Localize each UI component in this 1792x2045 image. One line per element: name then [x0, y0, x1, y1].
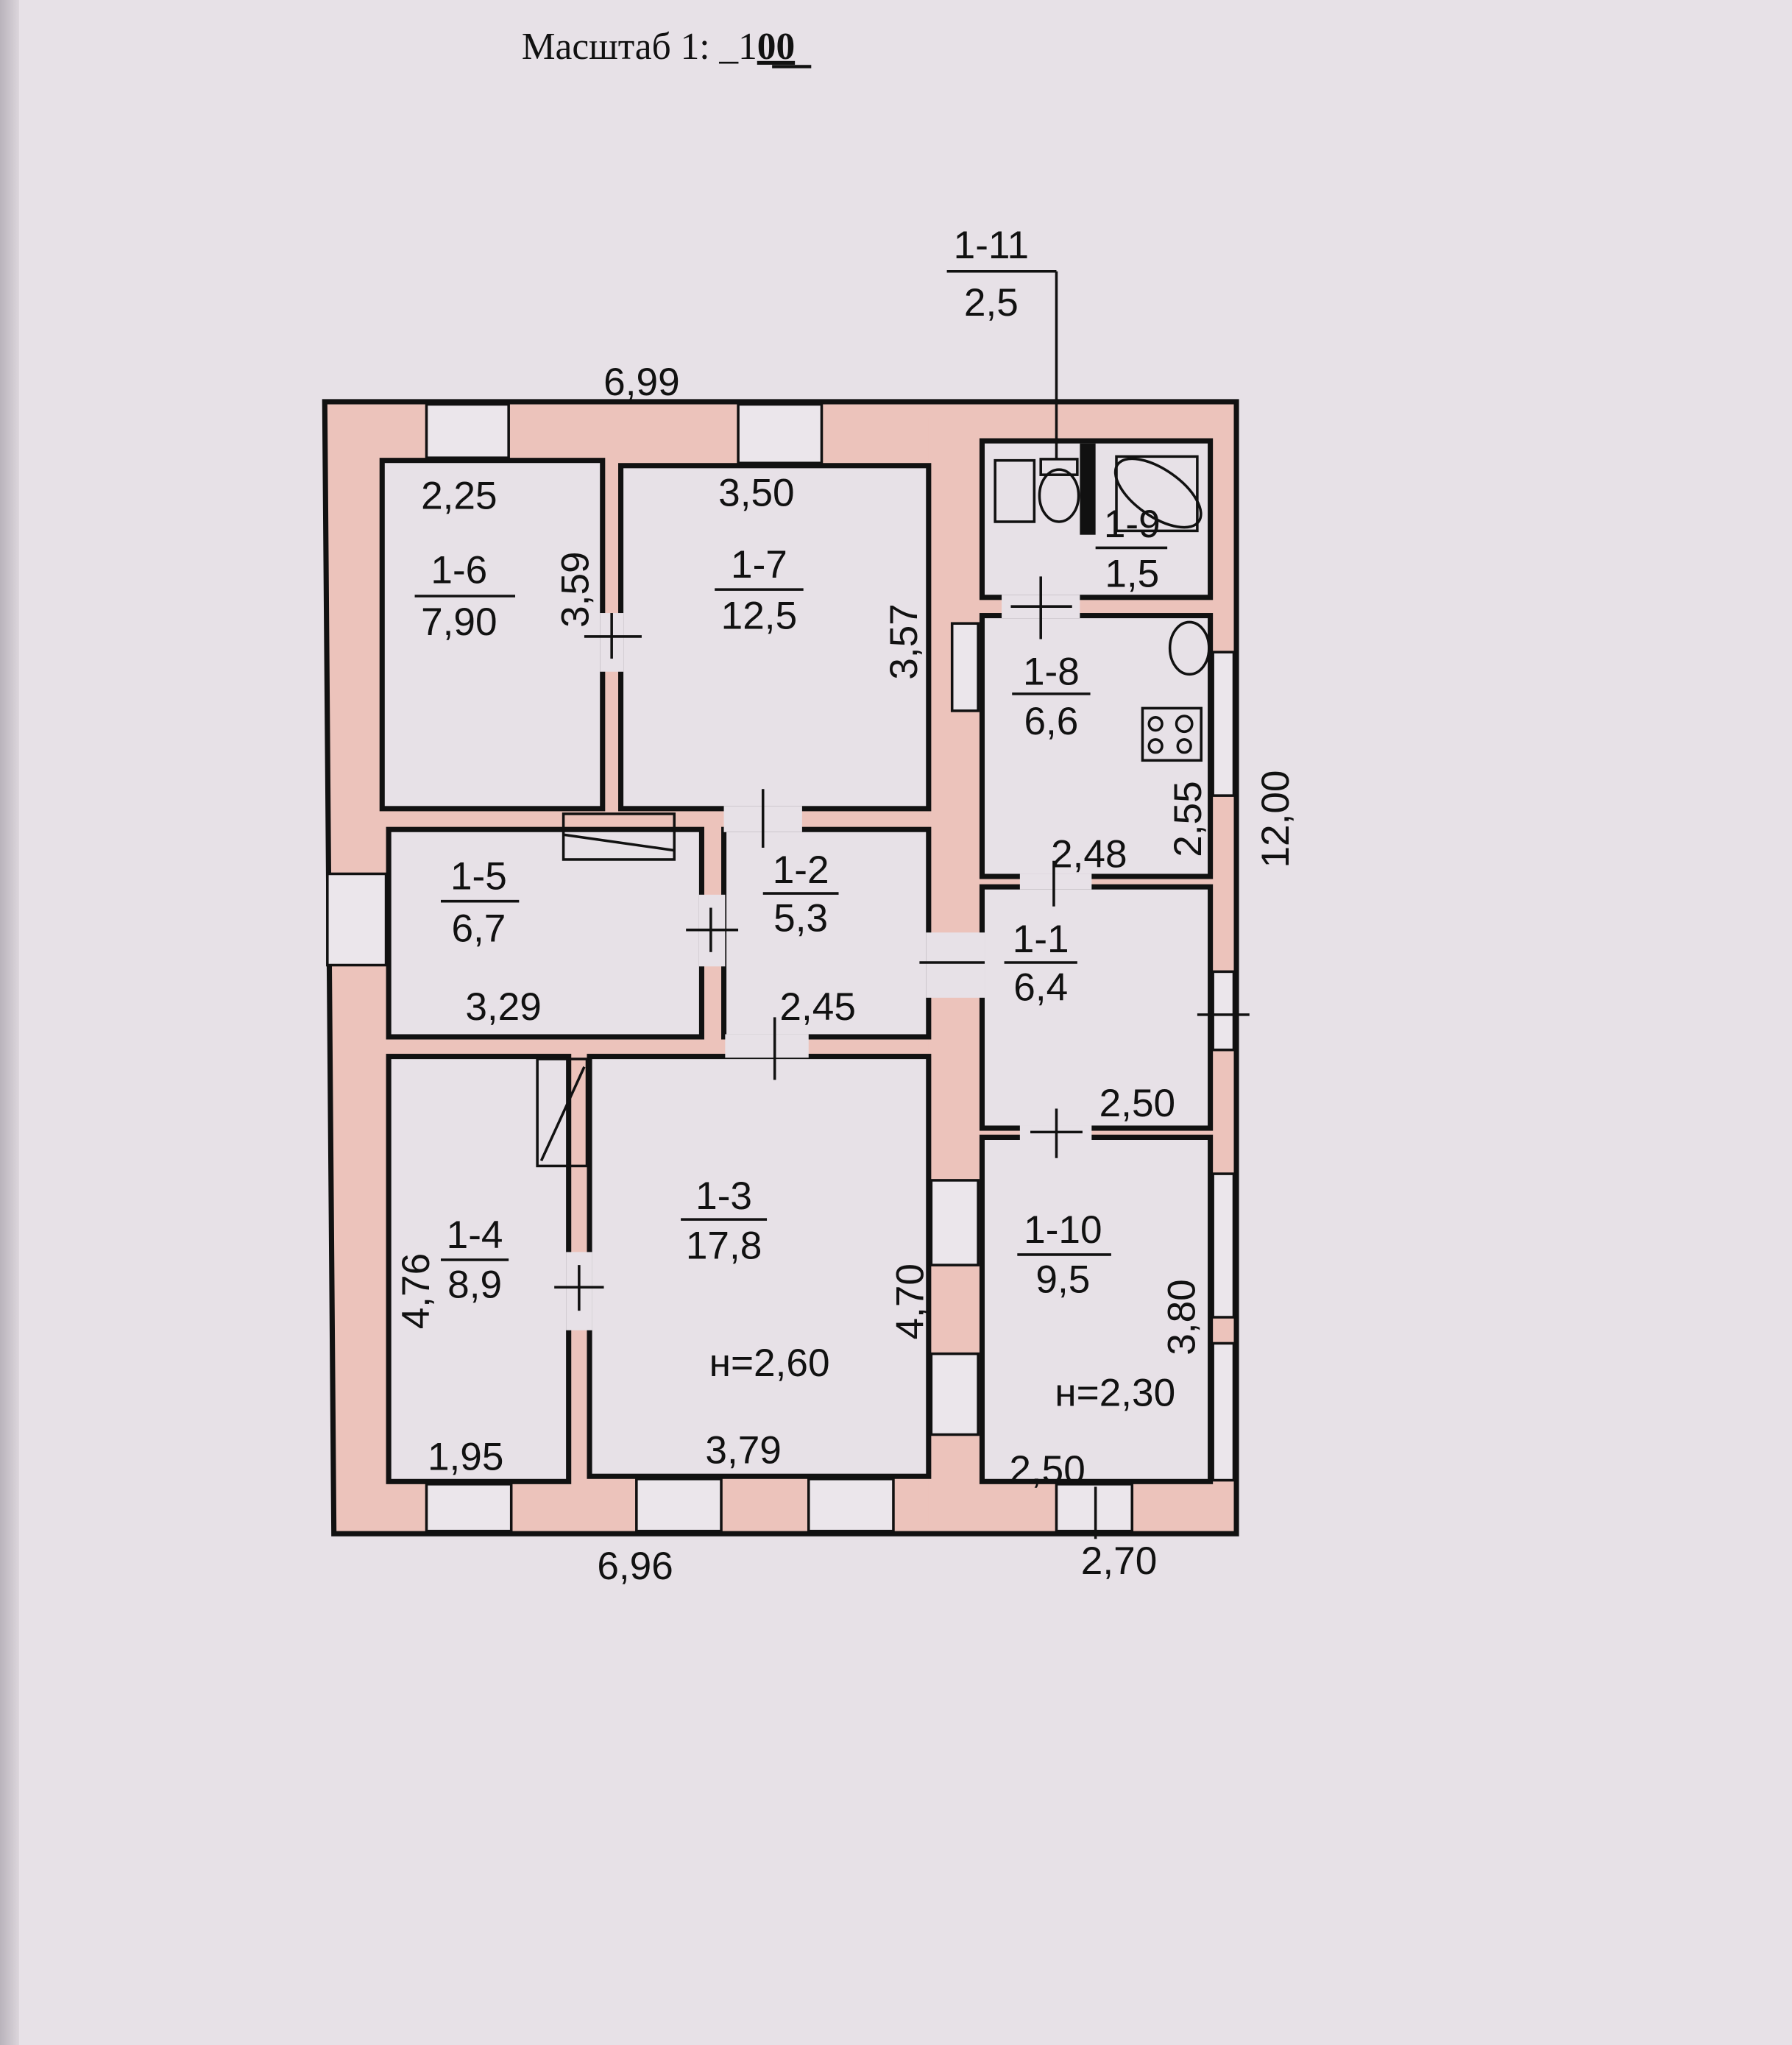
rooms-0-area-label: 6,4 — [1013, 965, 1068, 1009]
rooms-5-id-label: 1-6 — [431, 548, 487, 592]
room-labels: 1-6 7,90 1-7 12,5 1-9 1,5 1-8 6,6 1-5 6,7 1-2… — [414, 503, 1175, 1415]
circle-mark — [1147, 716, 1164, 732]
window — [807, 1477, 895, 1533]
rooms-9-id-label: 1-10 — [1024, 1208, 1102, 1252]
dimensions-r13_h-label: 4,70 — [889, 1263, 932, 1339]
rooms-1-area-label: 5,3 — [773, 896, 828, 940]
callout-1-11: 1-11 2,5 — [946, 224, 1058, 459]
rooms-7-area-label: 6,6 — [1024, 700, 1078, 743]
room-1-3 — [587, 1054, 932, 1479]
circle-mark — [1147, 738, 1164, 754]
dimensions-r15_w-label: 3,29 — [465, 985, 541, 1029]
fixtures — [536, 455, 1211, 1168]
toilet-icon — [1038, 468, 1080, 523]
rooms — [379, 438, 1214, 1484]
dimension-labels: 6,99 2,25 3,50 3,59 3,57 2,55 12,00 2,48… — [394, 361, 1297, 1588]
room-1-6 — [379, 458, 606, 812]
window — [1211, 1172, 1236, 1319]
room-1-7 — [618, 463, 932, 812]
rooms-3-id-label: 1-4 — [447, 1213, 503, 1257]
cooktop-icon — [1141, 706, 1203, 762]
line-mark — [563, 833, 675, 852]
rooms-4-area-label: 6,7 — [451, 907, 506, 951]
dimensions-r14_h-label: 4,76 — [394, 1253, 438, 1329]
rect-mark — [926, 932, 985, 998]
ellipse-mark — [1113, 457, 1203, 529]
title-label-label: Масштаб 1: — [522, 26, 710, 68]
dimensions-bottom_main-label: 6,96 — [597, 1545, 673, 1588]
rect-mark — [1019, 873, 1092, 890]
ceiling-height-main: н=2,60 — [709, 1342, 830, 1385]
rooms-0-id-label: 1-1 — [1013, 918, 1069, 961]
room-1-10 — [979, 1134, 1214, 1484]
window — [326, 872, 388, 967]
rooms-9-area-label: 9,5 — [1035, 1258, 1090, 1301]
window — [425, 403, 510, 459]
doors — [554, 576, 1250, 1539]
title-scale_underlined-label: 00 — [757, 26, 795, 68]
window — [929, 1352, 980, 1436]
room-1-4 — [386, 1054, 572, 1484]
dimensions-r11_w-label: 2,50 — [1099, 1082, 1175, 1125]
dimensions-r17_w-label: 3,50 — [718, 472, 794, 515]
dimensions-top_total-label: 6,99 — [603, 361, 679, 404]
dimensions-r18_w-label: 2,48 — [1051, 833, 1127, 876]
room-1-9 — [979, 438, 1214, 600]
dimensions-r18_h-label: 2,55 — [1166, 781, 1210, 857]
rooms-8-id-label: 1-9 — [1104, 503, 1161, 546]
rooms-1-id-label: 1-2 — [773, 848, 829, 892]
circle-mark — [1176, 738, 1192, 754]
bathtub-icon — [1115, 455, 1199, 533]
room-1-1 — [979, 884, 1214, 1131]
dimensions-r17_h-label: 3,57 — [882, 603, 926, 679]
rect-mark — [1039, 458, 1079, 476]
dimensions-right_total-label: 12,00 — [1254, 770, 1297, 868]
window — [737, 403, 824, 464]
line-mark — [539, 1066, 586, 1162]
scale-title: Масштаб 1: _100 — [522, 26, 795, 68]
rooms-8-area-label: 1,5 — [1105, 553, 1159, 596]
rooms-6-area-label: 12,5 — [721, 594, 797, 637]
window — [1211, 1342, 1236, 1482]
rect-mark — [725, 1034, 809, 1058]
stove-icon — [536, 1057, 589, 1168]
rooms-2-area-label: 17,8 — [686, 1224, 762, 1267]
dimensions-r12_w-label: 2,45 — [779, 985, 855, 1029]
rooms-5-area-label: 7,90 — [421, 600, 497, 644]
washbasin-icon — [1168, 620, 1211, 676]
window — [425, 1483, 513, 1533]
dimensions-r110_w-label: 2,50 — [1009, 1448, 1085, 1492]
sink-icon — [994, 458, 1036, 523]
dimensions-r16_w-label: 2,25 — [421, 474, 497, 517]
rooms-4-id-label: 1-5 — [450, 855, 507, 899]
callout-area-label: 2,5 — [964, 281, 1019, 325]
dimensions-r110_h-label: 3,80 — [1160, 1279, 1203, 1355]
dimensions-r14_w-label: 1,95 — [428, 1435, 503, 1478]
rooms-6-id-label: 1-7 — [731, 543, 787, 586]
window — [635, 1477, 723, 1533]
window — [1211, 970, 1236, 1052]
rooms-2-id-label: 1-3 — [695, 1174, 752, 1218]
window — [929, 1179, 980, 1266]
window — [1211, 651, 1236, 797]
dimensions-r13_w-label: 3,79 — [705, 1429, 781, 1472]
ceiling-height-annex: н=2,30 — [1055, 1372, 1175, 1415]
dimensions-bottom_annex-label: 2,70 — [1081, 1539, 1157, 1583]
partition-wall — [1080, 443, 1096, 535]
callout-id-label: 1-11 — [954, 224, 1029, 267]
rooms-3-area-label: 8,9 — [447, 1263, 502, 1306]
dimensions-r16_h-label: 3,59 — [553, 551, 597, 627]
rooms-7-id-label: 1-8 — [1023, 651, 1080, 694]
stove-icon — [562, 812, 676, 861]
title-scale_hand-label: _1 — [718, 26, 757, 68]
windows — [326, 403, 1236, 1533]
circle-mark — [1175, 715, 1194, 734]
window — [950, 622, 980, 712]
page-edge-shadow — [0, 0, 19, 2045]
